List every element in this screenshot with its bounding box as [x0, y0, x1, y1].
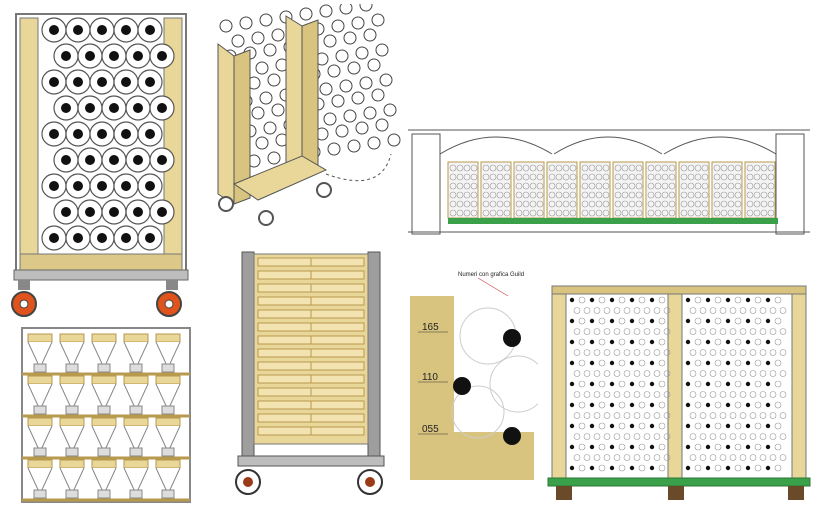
double-rack-view: [544, 282, 814, 506]
height-mark-110: 110: [422, 372, 438, 383]
height-mark-055: 055: [422, 424, 439, 435]
wall-rack: [579, 161, 611, 219]
detail-caption: Numeri con grafica Guild: [458, 272, 524, 278]
wall-rack: [546, 161, 578, 219]
rack-top-view: [20, 324, 192, 506]
wall-rack: [447, 161, 479, 219]
shelf-slats: [257, 257, 365, 436]
bottle-circle-icon: [503, 329, 521, 347]
rack-isometric-view: [206, 4, 406, 232]
bottle-circle-icon: [503, 427, 521, 445]
height-mark-165: 165: [422, 322, 439, 333]
wall-rack: [744, 161, 776, 219]
wall-rack: [480, 161, 512, 219]
rack-isometric-svg: [217, 4, 401, 226]
wall-rack: [678, 161, 710, 219]
rack-shelves-view: [228, 248, 388, 500]
wall-rack: [513, 161, 545, 219]
wall-elevation-svg: [408, 129, 810, 235]
wall-rack: [645, 161, 677, 219]
bottle-circle-icon: [453, 377, 471, 395]
wall-rack: [612, 161, 644, 219]
height-detail-view: Numeri con grafica Guild 165 110 055: [408, 266, 538, 482]
double-rack-svg: [547, 285, 811, 500]
caster-wheel-icon: [156, 280, 182, 317]
bottle-dot-grid: [569, 296, 787, 472]
height-detail-svg: Numeri con grafica Guild 165 110 055: [410, 272, 538, 480]
wall-rack-row: [447, 161, 778, 224]
rack-shelves-svg: [235, 251, 385, 495]
rack-top-svg: [21, 327, 191, 503]
bottle-grid: [41, 17, 175, 251]
rack-front-svg: [11, 13, 189, 317]
wall-elevation-view: [408, 126, 810, 246]
wall-rack: [711, 161, 743, 219]
caster-wheel-icon: [357, 469, 383, 495]
top-grid: [22, 333, 190, 502]
caster-wheel-icon: [235, 469, 261, 495]
caster-wheel-icon: [11, 280, 37, 317]
rack-front-view: [6, 4, 196, 320]
